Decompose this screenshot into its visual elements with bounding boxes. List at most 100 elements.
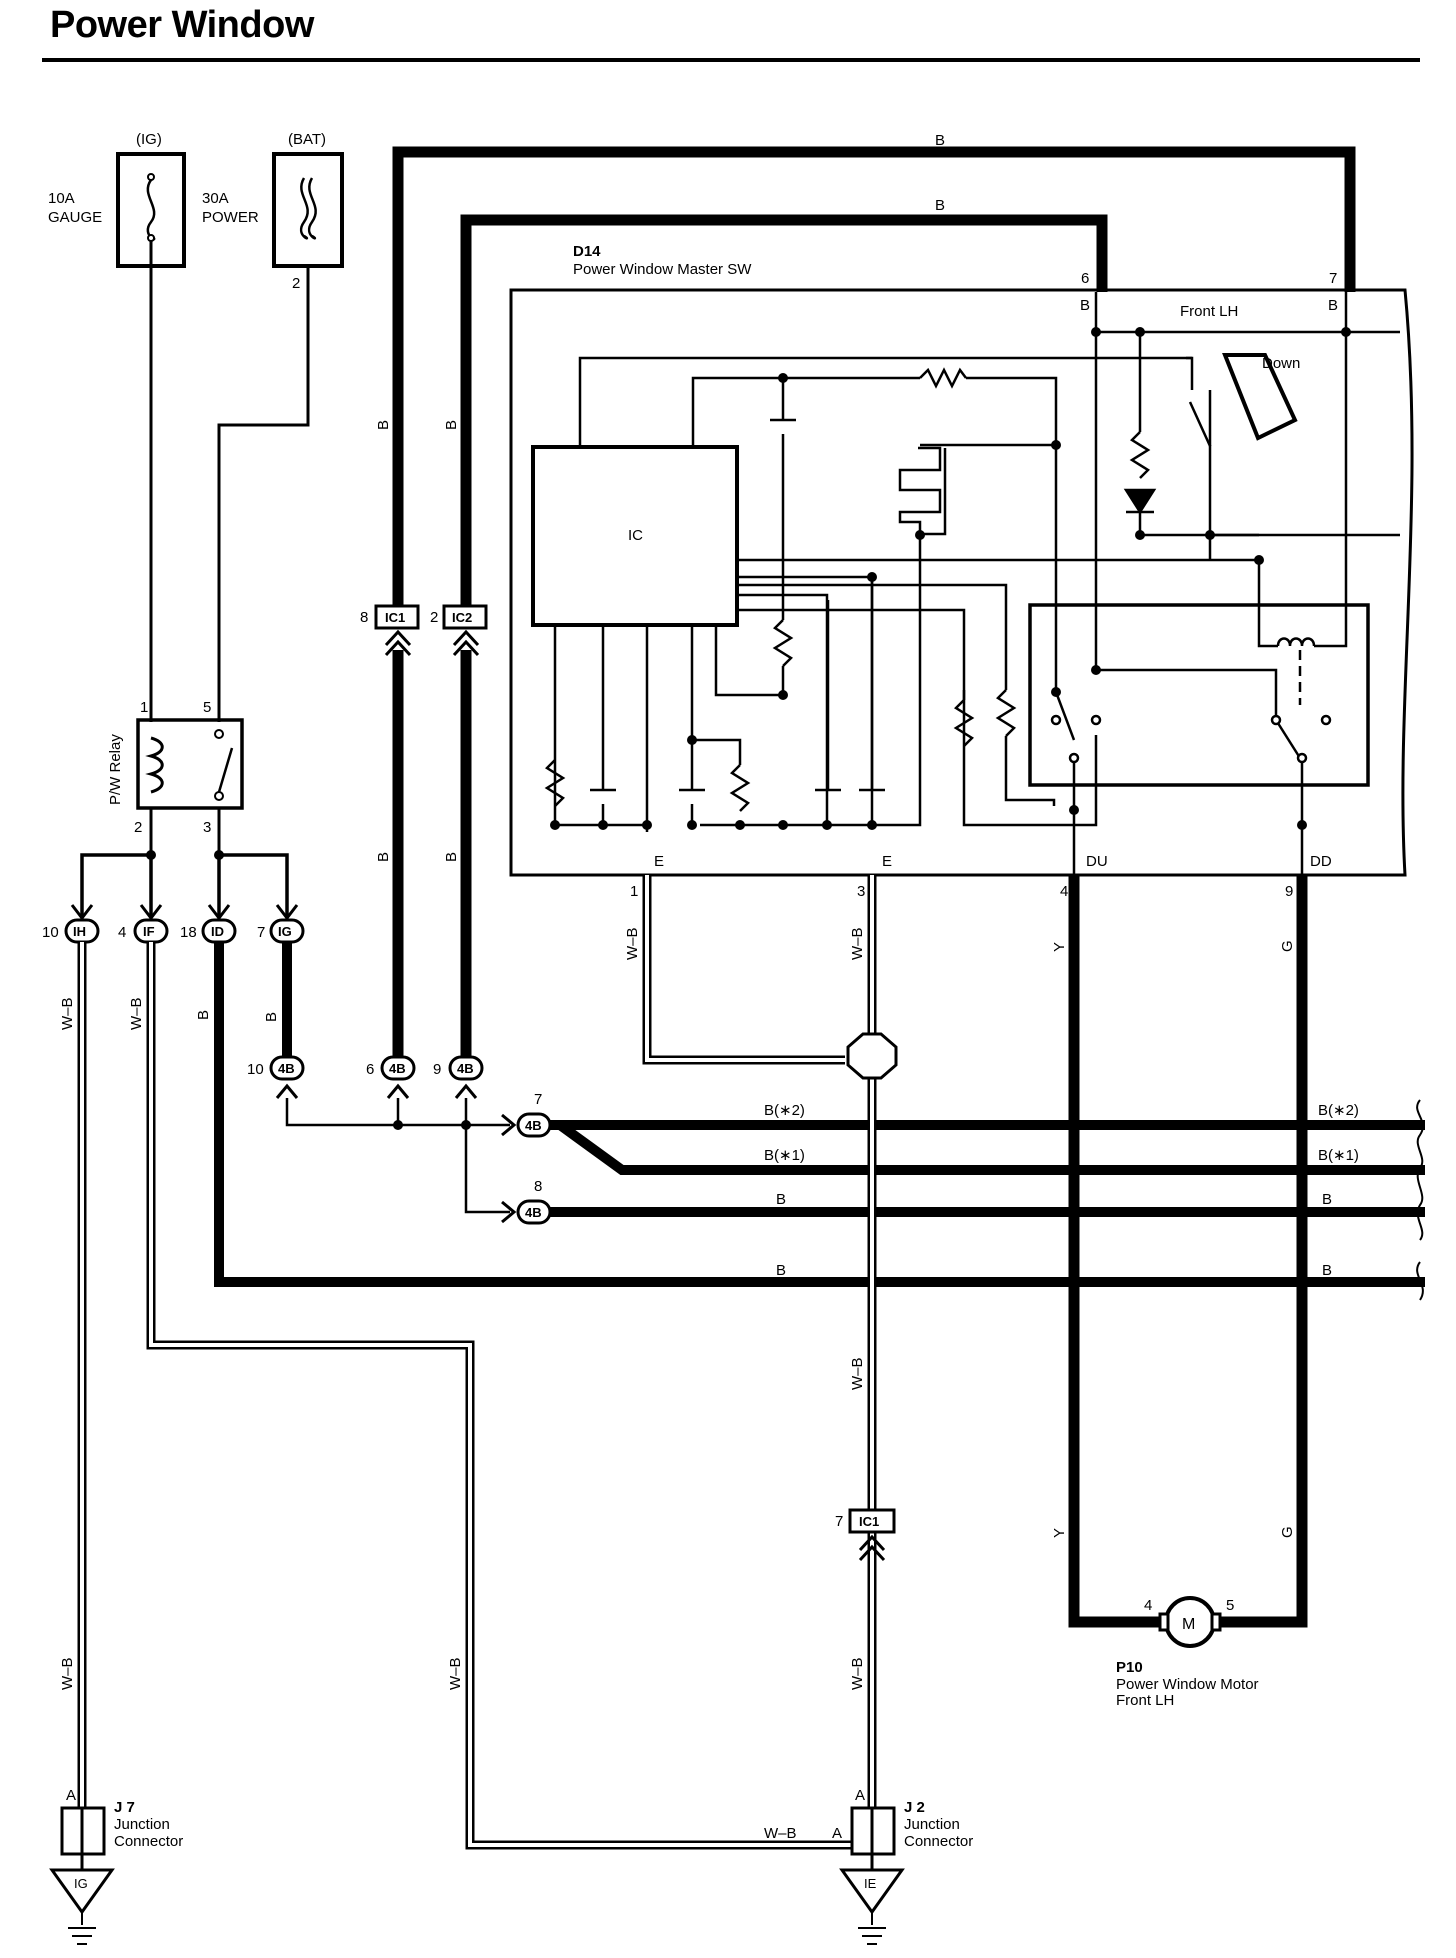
splice-dot [393,1120,403,1130]
ms-splice-dots [550,327,1351,830]
b-bus-wires [550,1120,1425,1217]
connector-4b-9: 4B 9 [433,1055,484,1099]
connector-id-name: ID [211,924,224,939]
junction-j7-line2: Connector [114,1833,183,1850]
fuse-power-pin: 2 [292,275,300,292]
junction-j2-line2: Connector [904,1833,973,1850]
fuse-power-name: POWER [202,209,259,226]
wire-label-wb: W–B [447,1657,464,1690]
relay-pin-3: 3 [203,819,211,836]
ms-terminal-e: E [654,853,664,870]
fuse-to-relay-wires [149,240,310,722]
wire-label-y: Y [1051,1528,1068,1538]
junction-j2: A A J 2 Junction Connector IE [832,1787,973,1945]
wire-label-wb: W–B [849,927,866,960]
connector-4b-name: 4B [278,1061,295,1076]
junction-j2-pin: A [855,1787,865,1804]
wire-label-wb: W–B [764,1825,797,1842]
wire-label-b: B [443,852,460,862]
wire-label-b: B [1322,1191,1332,1208]
relay-output-wires [80,853,289,918]
connector-ic2-pin: 2 [430,609,438,626]
fuse-gauge-name: GAUGE [48,209,102,226]
connector-if: IF 4 [118,904,169,944]
wire-label-g: G [1279,940,1296,952]
wire-label-b: B [1322,1262,1332,1279]
pw-relay: 1 5 2 3 P/W Relay [107,699,244,858]
wire-label-b-star1: B(∗1) [1318,1147,1359,1164]
connector-ic1-pin: 8 [360,609,368,626]
motor-symbol: M [1182,1616,1195,1633]
junction-j7-id: J 7 [114,1799,135,1816]
connector-ih-name: IH [73,924,86,939]
motor-name: Power Window Motor [1116,1676,1259,1693]
motor-location: Front LH [1116,1692,1174,1709]
splice-dot [214,850,224,860]
wire-label-wb: W–B [128,997,145,1030]
fuse-gauge-source: (IG) [136,131,162,148]
4b-join-wires [285,1098,510,1214]
connector-if-name: IF [143,924,155,939]
fuse-gauge-rating: 10A [48,190,75,207]
wire-label-wb: W–B [624,927,641,960]
fuse-gauge: (IG) 10A GAUGE [48,131,186,268]
connector-4b-pin: 7 [534,1091,542,1108]
connector-ih-pin: 10 [42,924,59,941]
connector-id: ID 18 [180,904,237,944]
wire-label-b-star2: B(∗2) [1318,1102,1359,1119]
ms-section-label: Front LH [1180,303,1238,320]
wire-break-marks [1416,1099,1424,1301]
connector-ic1: IC1 8 [360,604,420,657]
wire-label-b: B [375,420,392,430]
wire-label-b: B [776,1191,786,1208]
connector-4b-name: 4B [457,1061,474,1076]
relay-pin-5: 5 [203,699,211,716]
wire-label-y: Y [1051,942,1068,952]
connector-4b-8: 4B 8 [501,1178,552,1225]
connector-id-pin: 18 [180,924,197,941]
connector-4b-pin: 6 [366,1061,374,1078]
wire-label-wb: W–B [59,1657,76,1690]
motor-id: P10 [1116,1659,1143,1676]
splice-dot [461,1120,471,1130]
connector-ic1-name: IC1 [385,610,405,625]
junction-j7-pin: A [66,1787,76,1804]
motor-p10: M 4 5 P10 Power Window Motor Front LH [1116,1596,1259,1709]
ms-terminal-e: E [882,853,892,870]
b-wire-id [214,942,1425,1287]
connector-4b-7: 4B 7 [501,1091,552,1138]
junction-j2-line1: Junction [904,1816,960,1833]
ms-terminal-du: DU [1086,853,1108,870]
junction-j2-id: J 2 [904,1799,925,1816]
connector-ic2-name: IC2 [452,610,472,625]
wire-label-g: G [1279,1526,1296,1538]
wire-label-b: B [935,197,945,214]
ms-pin-7: 7 [1329,270,1337,287]
wire-label-b: B [776,1262,786,1279]
relay-label: P/W Relay [107,734,124,805]
title-rule [42,58,1420,62]
connector-4b-10: 4B 10 [247,1055,305,1099]
ms-terminal-dd: DD [1310,853,1332,870]
wire-label-b: B [375,852,392,862]
wire-label-wb: W–B [59,997,76,1030]
connector-ig: IG 7 [257,904,305,944]
b-wire-pin7 [392,146,1356,612]
motor-pin-4: 4 [1144,1597,1152,1614]
wire-label-b: B [195,1010,212,1020]
wire-label-wb: W–B [849,1357,866,1390]
ms-pin-9: 9 [1285,883,1293,900]
connector-ic1-lower: IC1 7 [835,1508,896,1562]
connector-4b-6: 4B 6 [366,1055,416,1099]
wire-label-b: B [263,1012,280,1022]
connector-if-pin: 4 [118,924,126,941]
connector-ih: IH 10 [42,904,100,944]
ms-pin-6: 6 [1081,270,1089,287]
ms-ic-label: IC [628,527,643,544]
master-switch-id: D14 [573,243,601,260]
junction-j7-line1: Junction [114,1816,170,1833]
page-title: Power Window [50,4,314,46]
wire-label-b-star2: B(∗2) [764,1102,805,1119]
motor-pin-5: 5 [1226,1597,1234,1614]
